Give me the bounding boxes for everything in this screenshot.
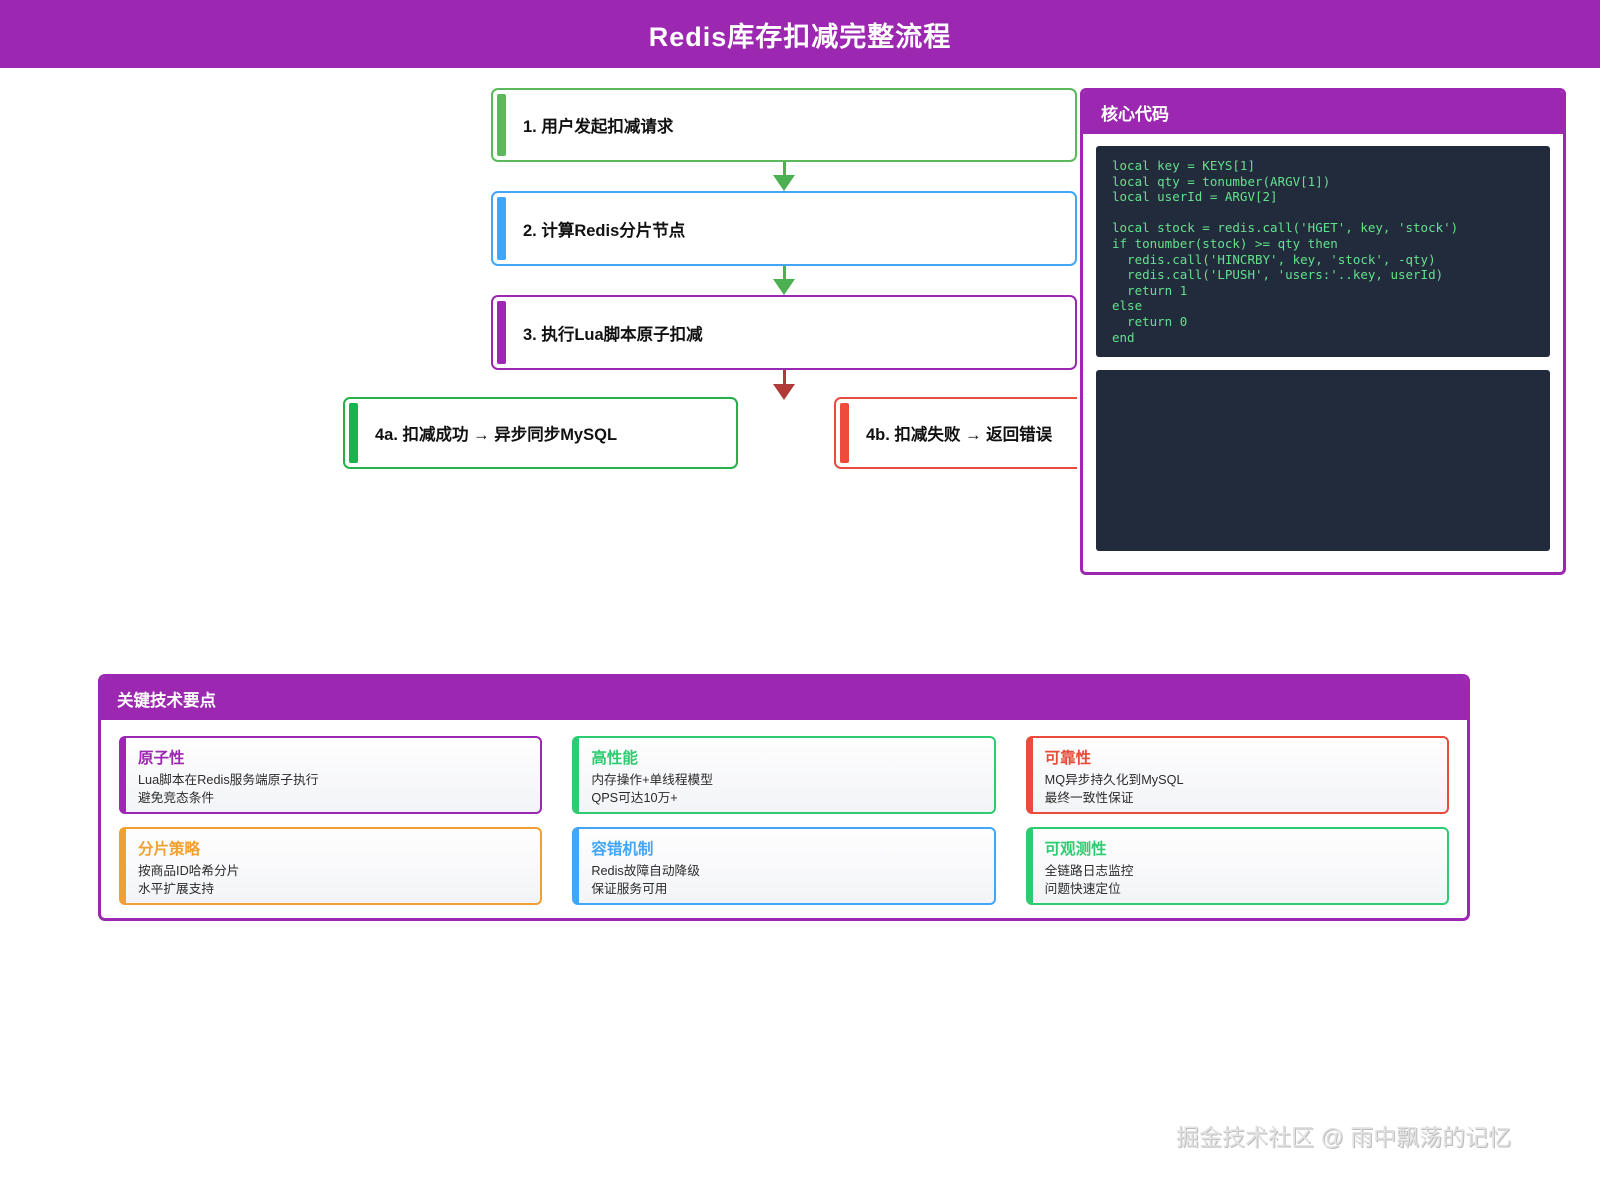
point-card-line: Lua脚本在Redis服务端原子执行 <box>138 773 319 787</box>
point-card-title: 可观测性 <box>1044 841 1107 858</box>
point-card-line: 问题快速定位 <box>1044 882 1121 896</box>
arrow-shaft <box>782 370 786 386</box>
key-points-panel: 关键技术要点 原子性 Lua脚本在Redis服务端原子执行 避免竞态条件 高性能… <box>98 674 1470 921</box>
arrow-shaft <box>782 266 786 282</box>
step-accent-bar <box>840 403 849 463</box>
point-card-reliability[interactable]: 可靠性 MQ异步持久化到MySQL 最终一致性保证 <box>1025 736 1449 814</box>
point-card-line: MQ异步持久化到MySQL <box>1044 773 1184 787</box>
point-card-fault-tolerance[interactable]: 容错机制 Redis故障自动降级 保证服务可用 <box>572 827 996 905</box>
point-card-title: 分片策略 <box>138 841 201 858</box>
core-code-panel-title: 核心代码 <box>1101 105 1169 124</box>
point-card-line: Redis故障自动降级 <box>591 864 700 878</box>
page-header: Redis库存扣减完整流程 <box>0 0 1600 68</box>
key-points-panel-title: 关键技术要点 <box>117 691 216 710</box>
core-code-panel-header: 核心代码 <box>1083 91 1563 134</box>
point-card-title: 原子性 <box>138 750 185 767</box>
flow-step-4a-success[interactable]: 4a. 扣减成功 → 异步同步MySQL <box>343 397 738 469</box>
watermark: 掘金技术社区 @ 雨中飘荡的记忆 <box>1176 1124 1512 1150</box>
step-accent-bar <box>349 403 358 463</box>
point-card-line: 全链路日志监控 <box>1044 864 1134 878</box>
secondary-code-block <box>1096 370 1550 552</box>
point-card-line: 避免竞态条件 <box>138 791 215 805</box>
point-card-line: 最终一致性保证 <box>1044 791 1134 805</box>
point-card-atomicity[interactable]: 原子性 Lua脚本在Redis服务端原子执行 避免竞态条件 <box>119 736 543 814</box>
point-card-observability[interactable]: 可观测性 全链路日志监控 问题快速定位 <box>1025 827 1449 905</box>
point-card-title: 容错机制 <box>591 841 654 858</box>
key-points-panel-header: 关键技术要点 <box>101 677 1467 720</box>
point-card-title: 高性能 <box>591 750 638 767</box>
point-card-line: 按商品ID哈希分片 <box>138 864 240 878</box>
point-card-title: 可靠性 <box>1044 750 1092 767</box>
flow-step-4b-failure[interactable]: 4b. 扣减失败 → 返回错误 <box>834 397 1077 469</box>
point-card-line: QPS可达10万+ <box>591 791 678 805</box>
core-code-panel: 核心代码 local key = KEYS[1] local qty = ton… <box>1080 88 1566 575</box>
lua-code-block: local key = KEYS[1] local qty = tonumber… <box>1096 146 1550 358</box>
flow-step-4b-label: 4b. 扣减失败 → 返回错误 <box>866 426 1053 444</box>
flow-step-2[interactable]: 2. 计算Redis分片节点 <box>491 191 1077 266</box>
point-card-line: 内存操作+单线程模型 <box>591 773 713 787</box>
arrow-head-icon <box>773 384 795 400</box>
point-card-performance[interactable]: 高性能 内存操作+单线程模型 QPS可达10万+ <box>572 736 996 814</box>
step-accent-bar <box>497 94 506 156</box>
flow-diagram: 1. 用户发起扣减请求 2. 计算Redis分片节点 3. 执行Lua脚本原子扣… <box>0 68 1600 628</box>
flow-step-3[interactable]: 3. 执行Lua脚本原子扣减 <box>491 295 1077 370</box>
flow-step-4a-label: 4a. 扣减成功 → 异步同步MySQL <box>375 426 618 444</box>
point-card-line: 水平扩展支持 <box>138 882 215 896</box>
page-title: Redis库存扣减完整流程 <box>648 21 952 52</box>
point-card-sharding[interactable]: 分片策略 按商品ID哈希分片 水平扩展支持 <box>119 827 543 905</box>
arrow-shaft <box>782 162 786 178</box>
key-points-grid: 原子性 Lua脚本在Redis服务端原子执行 避免竞态条件 高性能 内存操作+单… <box>101 720 1467 918</box>
flow-step-3-label: 3. 执行Lua脚本原子扣减 <box>523 325 703 344</box>
step-accent-bar <box>497 301 506 364</box>
step-accent-bar <box>497 197 506 260</box>
flow-step-1-label: 1. 用户发起扣减请求 <box>523 118 674 136</box>
flow-step-1[interactable]: 1. 用户发起扣减请求 <box>491 88 1077 162</box>
arrow-head-icon <box>773 279 795 295</box>
arrow-head-icon <box>773 175 795 191</box>
flow-step-2-label: 2. 计算Redis分片节点 <box>523 221 686 240</box>
point-card-line: 保证服务可用 <box>591 882 668 896</box>
